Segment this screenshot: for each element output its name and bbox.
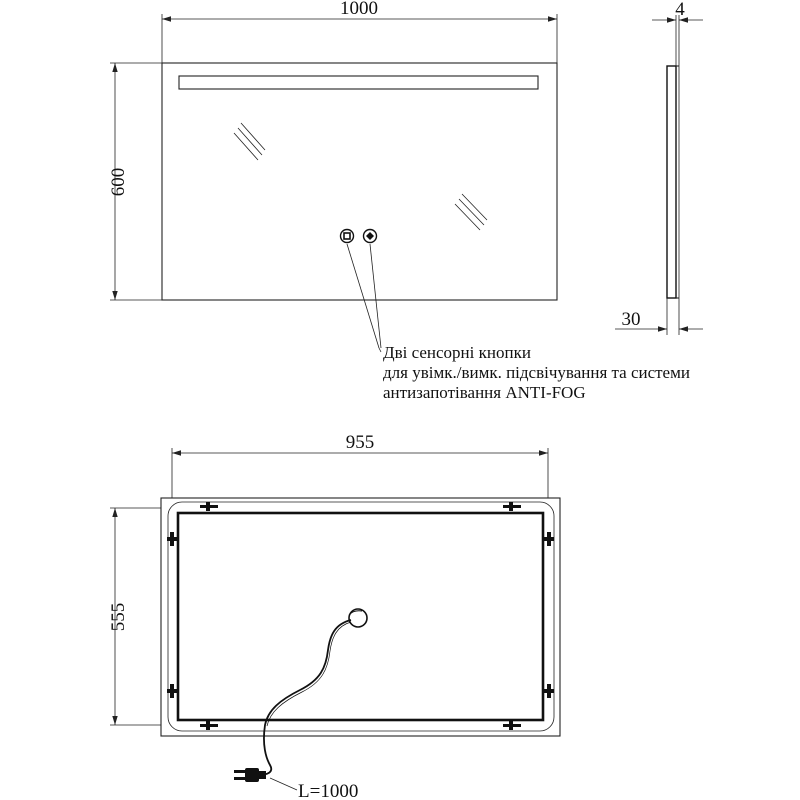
led-light-strip (178, 75, 539, 90)
bracket-top-left (200, 502, 218, 511)
front-view: 1000 600 (108, 0, 558, 353)
power-plug-icon (234, 768, 266, 782)
bracket-right-lower (544, 684, 554, 698)
back-height-label: 555 (108, 603, 129, 632)
power-cable (257, 619, 352, 776)
mounting-bracket-icon (167, 502, 554, 730)
front-width-label: 1000 (340, 0, 378, 19)
reflection-hatch-right (454, 193, 488, 231)
side-offset-label: 30 (622, 309, 641, 330)
cable-length-label: L=1000 (298, 781, 358, 800)
mirror-front-outline (161, 62, 558, 301)
back-view: L=1000 955 555 (108, 432, 561, 800)
side-offset-dimension: 30 (615, 298, 703, 335)
mirror-back-outline (160, 497, 561, 737)
anti-fog-button-icon[interactable] (362, 228, 378, 244)
reflection-hatch-left (233, 122, 266, 161)
button-callout: Дві сенсорні кнопки для увімк./вимк. під… (383, 343, 690, 402)
bracket-left-lower (167, 684, 177, 698)
front-height-dimension: 600 (108, 62, 162, 301)
cable-outlet (348, 608, 368, 628)
front-height-label: 600 (108, 168, 129, 197)
callout-line-1: Дві сенсорні кнопки (383, 343, 531, 362)
mirror-side-profile (666, 65, 677, 299)
back-width-label: 955 (346, 432, 375, 453)
callout-leaders (346, 243, 382, 353)
back-frame-rounded (167, 501, 555, 732)
bracket-left-upper (167, 532, 177, 546)
callout-line-2: для увімк./вимк. підсвічування та систем… (383, 363, 690, 382)
cable-leader (269, 777, 298, 791)
light-button-icon[interactable] (339, 228, 355, 244)
side-depth-dimension: 4 (652, 0, 703, 66)
bracket-top-right (503, 502, 521, 511)
bracket-bottom-left (200, 721, 218, 730)
back-height-dimension: 555 (108, 507, 161, 726)
back-panel (176, 511, 545, 722)
front-width-dimension: 1000 (161, 0, 558, 63)
callout-line-3: антизапотівання ANTI-FOG (383, 383, 586, 402)
side-view: 4 30 (615, 0, 703, 335)
back-width-dimension: 955 (171, 432, 549, 498)
side-depth-label: 4 (675, 0, 685, 20)
bracket-right-upper (544, 532, 554, 546)
bracket-bottom-right (503, 721, 521, 730)
